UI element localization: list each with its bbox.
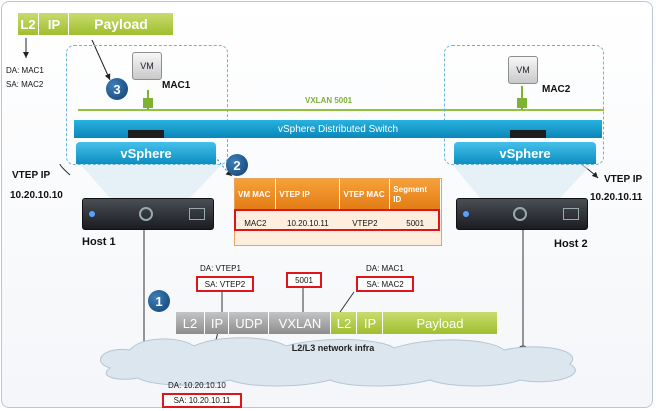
- step-2-badge: 2: [226, 154, 248, 176]
- host2-label: Host 2: [554, 238, 588, 250]
- arrow-to-step2: [209, 149, 233, 177]
- host1-boundary: [66, 45, 228, 165]
- vtep-left-ip: 10.20.10.10: [10, 190, 63, 201]
- left-sa-label: SA: MAC2: [6, 80, 44, 89]
- vm-icon-right: VM: [508, 56, 538, 84]
- table-row: MAC2 10.20.10.11 VTEP2 5001: [235, 211, 441, 235]
- vds-uplink-right: [510, 130, 546, 138]
- inner-sa-label: SA: MAC2: [356, 276, 414, 292]
- encap-l2: L2: [176, 312, 204, 334]
- encap-vxlan: VXLAN: [268, 312, 331, 334]
- cell-vm-mac: MAC2: [244, 218, 267, 228]
- mac2-label: MAC2: [542, 84, 571, 95]
- bottom-sa-label: SA: 10.20.10.11: [162, 393, 242, 408]
- left-da-label: DA: MAC1: [6, 66, 44, 75]
- arrow-payload-to-vm: [91, 39, 111, 81]
- vtep-right-label: VTEP IP: [604, 174, 643, 185]
- top-frame-l2: L2: [18, 13, 38, 35]
- bay-icon: [563, 208, 579, 220]
- pointer-inner-addr: [339, 291, 355, 313]
- mac1-label: MAC1: [162, 80, 191, 91]
- col-vm-mac: VM MAC: [235, 179, 277, 211]
- power-led-icon: [463, 211, 469, 217]
- col-vtep-ip: VTEP IP: [275, 179, 341, 211]
- col-vtep-mac: VTEP MAC: [339, 179, 391, 211]
- vds-uplink-left: [128, 130, 164, 138]
- vxlan-label: VXLAN 5001: [305, 96, 353, 105]
- beam-right: [452, 164, 592, 198]
- host1-label: Host 1: [82, 236, 116, 248]
- vds-bar: vSphere Distributed Switch: [74, 120, 602, 138]
- cell-vtep-mac: VTEP2: [352, 218, 378, 228]
- encap-udp: UDP: [228, 312, 269, 334]
- power-led-icon: [89, 211, 95, 217]
- col-segment-id: Segment ID: [389, 179, 441, 211]
- server-host2: [456, 198, 588, 230]
- top-frame-ip: IP: [38, 13, 69, 35]
- encap-l2-inner: L2: [330, 312, 357, 334]
- network-cloud: [100, 337, 576, 387]
- encap-ip: IP: [204, 312, 229, 334]
- vnic-left: [143, 98, 153, 108]
- bay-icon: [189, 208, 205, 220]
- bottom-da-label: DA: 10.20.10.10: [168, 381, 226, 390]
- vtep-left-label: VTEP IP: [12, 170, 51, 181]
- beam-left: [80, 164, 222, 198]
- step-3-badge: 3: [106, 78, 128, 100]
- drive-icon: [139, 207, 153, 221]
- segment-id-label: 5001: [286, 272, 322, 288]
- vm-icon-left: VM: [132, 52, 162, 80]
- vtep-mapping-table: VM MAC VTEP IP VTEP MAC Segment ID MAC2 …: [234, 178, 442, 246]
- table-row-highlight: [234, 209, 440, 231]
- top-frame-payload: Payload: [68, 13, 173, 35]
- outer-sa-label: SA: VTEP2: [196, 276, 254, 292]
- vsphere-left: vSphere: [76, 142, 216, 164]
- inner-da-label: DA: MAC1: [366, 264, 404, 273]
- step-1-badge: 1: [148, 290, 170, 312]
- vtep-right-ip: 10.20.10.11: [590, 192, 643, 203]
- encap-payload: Payload: [382, 312, 497, 334]
- server-host1: [82, 198, 214, 230]
- host2-boundary: [444, 45, 604, 165]
- arrow-vtep-left: [59, 163, 71, 176]
- cell-vtep-ip: 10.20.10.11: [287, 218, 329, 228]
- vsphere-right: vSphere: [454, 142, 596, 164]
- network-label: L2/L3 network infra: [291, 343, 375, 353]
- drive-icon: [513, 207, 527, 221]
- encap-ip-inner: IP: [356, 312, 383, 334]
- outer-da-label: DA: VTEP1: [200, 264, 241, 273]
- vnic-right: [517, 98, 527, 108]
- cell-segment-id: 5001: [406, 218, 425, 228]
